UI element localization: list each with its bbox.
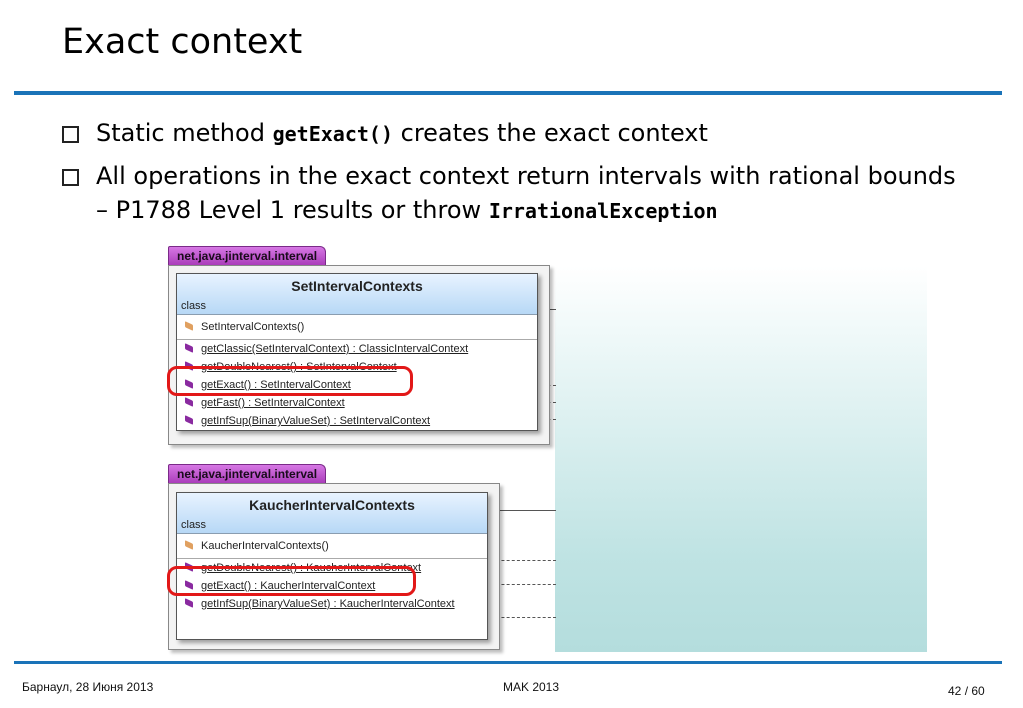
slide-title: Exact context <box>62 22 303 62</box>
page-total: 60 <box>971 684 985 698</box>
connector-line <box>486 560 556 561</box>
bullet-1-text: Static method <box>96 119 273 147</box>
page-separator: / <box>961 684 972 698</box>
connector-line <box>486 617 556 618</box>
footer-page-number: 42 / 60 <box>948 684 985 698</box>
method-icon <box>185 598 193 608</box>
method-icon <box>185 397 193 407</box>
operation: getInfSup(BinaryValueSet) : KaucherInter… <box>177 595 487 613</box>
title-divider <box>14 91 1002 95</box>
footer-conference: MAK 2013 <box>503 680 560 694</box>
constructor: KaucherIntervalContexts() <box>177 537 487 555</box>
constructor-section: SetIntervalContexts() <box>177 315 537 340</box>
class-header: KaucherIntervalContexts class <box>177 493 487 534</box>
page-current: 42 <box>948 684 962 698</box>
class-name: SetIntervalContexts <box>291 278 423 294</box>
constructor-section: KaucherIntervalContexts() <box>177 534 487 559</box>
bullet-1-tail: creates the exact context <box>393 119 708 147</box>
checkbox-bullet-icon <box>62 126 79 143</box>
operation: getClassic(SetIntervalContext) : Classic… <box>177 340 537 358</box>
bullet-item-2: All operations in the exact context retu… <box>60 159 960 228</box>
constructor-icon <box>185 540 193 550</box>
package-tab: net.java.jinterval.interval <box>168 464 327 484</box>
class-header: SetIntervalContexts class <box>177 274 537 315</box>
bullet-item-1: Static method getExact() creates the exa… <box>60 116 960 151</box>
uml-class-setintervalcontexts: SetIntervalContexts class SetIntervalCon… <box>176 273 538 431</box>
bullet-2-code: IrrationalException <box>488 199 718 223</box>
operation: getFast() : SetIntervalContext <box>177 394 537 412</box>
class-stereotype: class <box>181 519 207 531</box>
highlight-getexact <box>167 366 413 396</box>
method-icon <box>185 415 193 425</box>
constructor: SetIntervalContexts() <box>177 318 537 336</box>
bullet-1-code: getExact() <box>272 122 393 146</box>
bullet-2-text: All operations in the exact context retu… <box>96 162 956 224</box>
operation: getInfSup(BinaryValueSet) : SetIntervalC… <box>177 412 537 430</box>
bullet-list: Static method getExact() creates the exa… <box>60 116 960 236</box>
class-stereotype: class <box>181 300 207 312</box>
operation-getexact: getExact() : SetIntervalContext <box>177 376 537 394</box>
method-icon <box>185 343 193 353</box>
connector-line <box>486 510 556 511</box>
package-tab: net.java.jinterval.interval <box>168 246 327 266</box>
checkbox-bullet-icon <box>62 169 79 186</box>
footer-divider <box>14 661 1002 664</box>
highlight-getexact <box>167 566 416 596</box>
connector-line <box>486 584 556 585</box>
footer-location-date: Барнаул, 28 Июня 2013 <box>22 680 154 694</box>
diagram-background <box>555 266 927 652</box>
operation-getexact: getExact() : KaucherIntervalContext <box>177 577 487 595</box>
constructor-icon <box>185 321 193 331</box>
class-name: KaucherIntervalContexts <box>249 497 415 513</box>
